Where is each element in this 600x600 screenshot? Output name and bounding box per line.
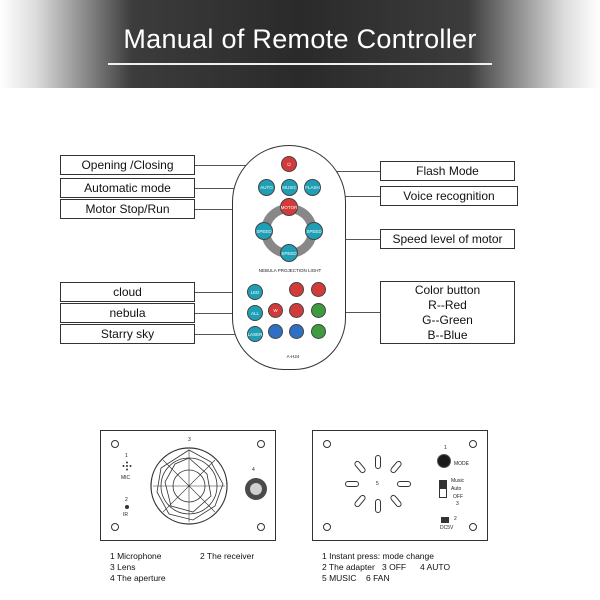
speed-button-3[interactable]: SPEED [280,244,298,262]
laser-button[interactable]: LASER [247,326,263,342]
label-nebula: nebula [60,303,195,323]
color-button-r3[interactable] [289,303,304,318]
label-voice-recognition: Voice recognition [380,186,518,206]
all-button[interactable]: ALL [247,305,263,321]
screw-hole [469,523,477,531]
color-button-r1[interactable] [289,282,304,297]
title-underline [108,63,492,65]
led-button[interactable]: LED [247,284,263,300]
legend-back-5: 5 MUSIC [322,573,357,583]
legend-back-1: 1 Instant press: mode change [322,551,434,561]
leader-line [195,313,253,314]
back-number-3: 3 [456,501,459,507]
vent-slot [353,459,367,475]
label-starry-sky: Starry sky [60,324,195,344]
back-number-1: 1 [444,445,447,451]
mode-switch[interactable] [439,480,447,498]
screw-hole [323,440,331,448]
label-color-button: Color button R--Red G--Green B--Blue [380,281,515,344]
auto-button[interactable]: AUTO [258,179,275,196]
leader-line [320,239,380,240]
ir-label: IR [123,512,128,518]
legend-front-4: 4 The aperture [110,573,166,583]
dc-label: DC5V [440,525,454,531]
back-number-2: 2 [454,516,457,522]
vent-slot [353,493,367,509]
legend-back-2: 2 The adapter [322,562,375,572]
vent-slot [375,499,381,513]
color-button-w[interactable]: W [268,303,283,318]
remote-controller: ⏻ AUTO MUSIC FLASH MOTOR SPEED SPEED SPE… [232,145,346,370]
speed-button-2[interactable]: SPEED [305,222,323,240]
legend-back-6: 6 FAN [366,573,390,583]
screw-hole [257,523,265,531]
mic-label: MIC [121,475,131,481]
vent-slot [345,481,359,487]
leader-line [195,165,281,166]
screw-hole [469,440,477,448]
legend-front-2: 2 The receiver [200,551,255,561]
header-banner: Manual of Remote Controller [0,0,600,88]
back-number-5: 5 [376,481,379,487]
label-motor-stop-run: Motor Stop/Run [60,199,195,219]
page-title: Manual of Remote Controller [123,24,477,54]
switch-off-label: OFF [453,494,463,500]
vent-slot [375,455,381,469]
mode-button[interactable] [437,454,451,468]
front-number-4: 4 [252,467,255,473]
remote-model-text: A-H24 [286,354,300,359]
screw-hole [111,523,119,531]
flash-button[interactable]: FLASH [304,179,321,196]
legend-back-3: 3 OFF [382,562,407,572]
screw-hole [111,440,119,448]
speed-button-1[interactable]: SPEED [255,222,273,240]
back-panel: 5 1 MODE Music Auto OFF 3 2 DC5V [312,430,488,541]
front-number-2: 2 [125,497,128,503]
switch-music-label: Music [451,478,465,484]
music-button[interactable]: MUSIC [281,179,298,196]
legend-front-3: 3 Lens [110,562,136,572]
legend-back-4: 4 AUTO [420,562,451,572]
front-number-1: 1 [125,453,128,459]
vent-slot [397,481,411,487]
leader-line [318,171,380,172]
label-automatic-mode: Automatic mode [60,178,195,198]
color-red-label: R--Red [428,297,467,312]
color-button-g1[interactable] [311,303,326,318]
front-number-3: 3 [188,437,191,443]
front-panel: 3 4 1 MIC 2 IR [100,430,276,541]
aperture-icon [245,478,267,500]
color-button-g2[interactable] [311,324,326,339]
vent-slot [389,459,403,475]
color-button-title: Color button [414,282,481,297]
leader-line [330,312,380,313]
color-green-label: G--Green [422,312,473,327]
leader-line [195,292,253,293]
screw-hole [257,440,265,448]
color-button-b2[interactable] [268,324,283,339]
vent-slot [389,493,403,509]
switch-auto-label: Auto [451,486,462,492]
ir-receiver-icon [125,505,129,509]
mode-label: MODE [454,461,469,467]
lens-icon [150,447,228,525]
screw-hole [323,523,331,531]
color-blue-label: B--Blue [427,327,468,342]
leader-line [195,334,253,335]
color-button-r2[interactable] [311,282,326,297]
color-button-b1[interactable] [289,324,304,339]
label-flash-mode: Flash Mode [380,161,515,181]
label-cloud: cloud [60,282,195,302]
remote-brand-text: NEBULA PROJECTION LIGHT [258,268,322,273]
leader-line [195,188,255,189]
label-speed-level: Speed level of motor [380,229,515,249]
microphone-icon [122,461,132,471]
dc-port[interactable] [441,517,449,523]
label-opening-closing: Opening /Closing [60,155,195,175]
power-button[interactable]: ⏻ [281,156,297,172]
motor-button[interactable]: MOTOR [280,198,298,216]
legend-front-1: 1 Microphone [110,551,162,561]
